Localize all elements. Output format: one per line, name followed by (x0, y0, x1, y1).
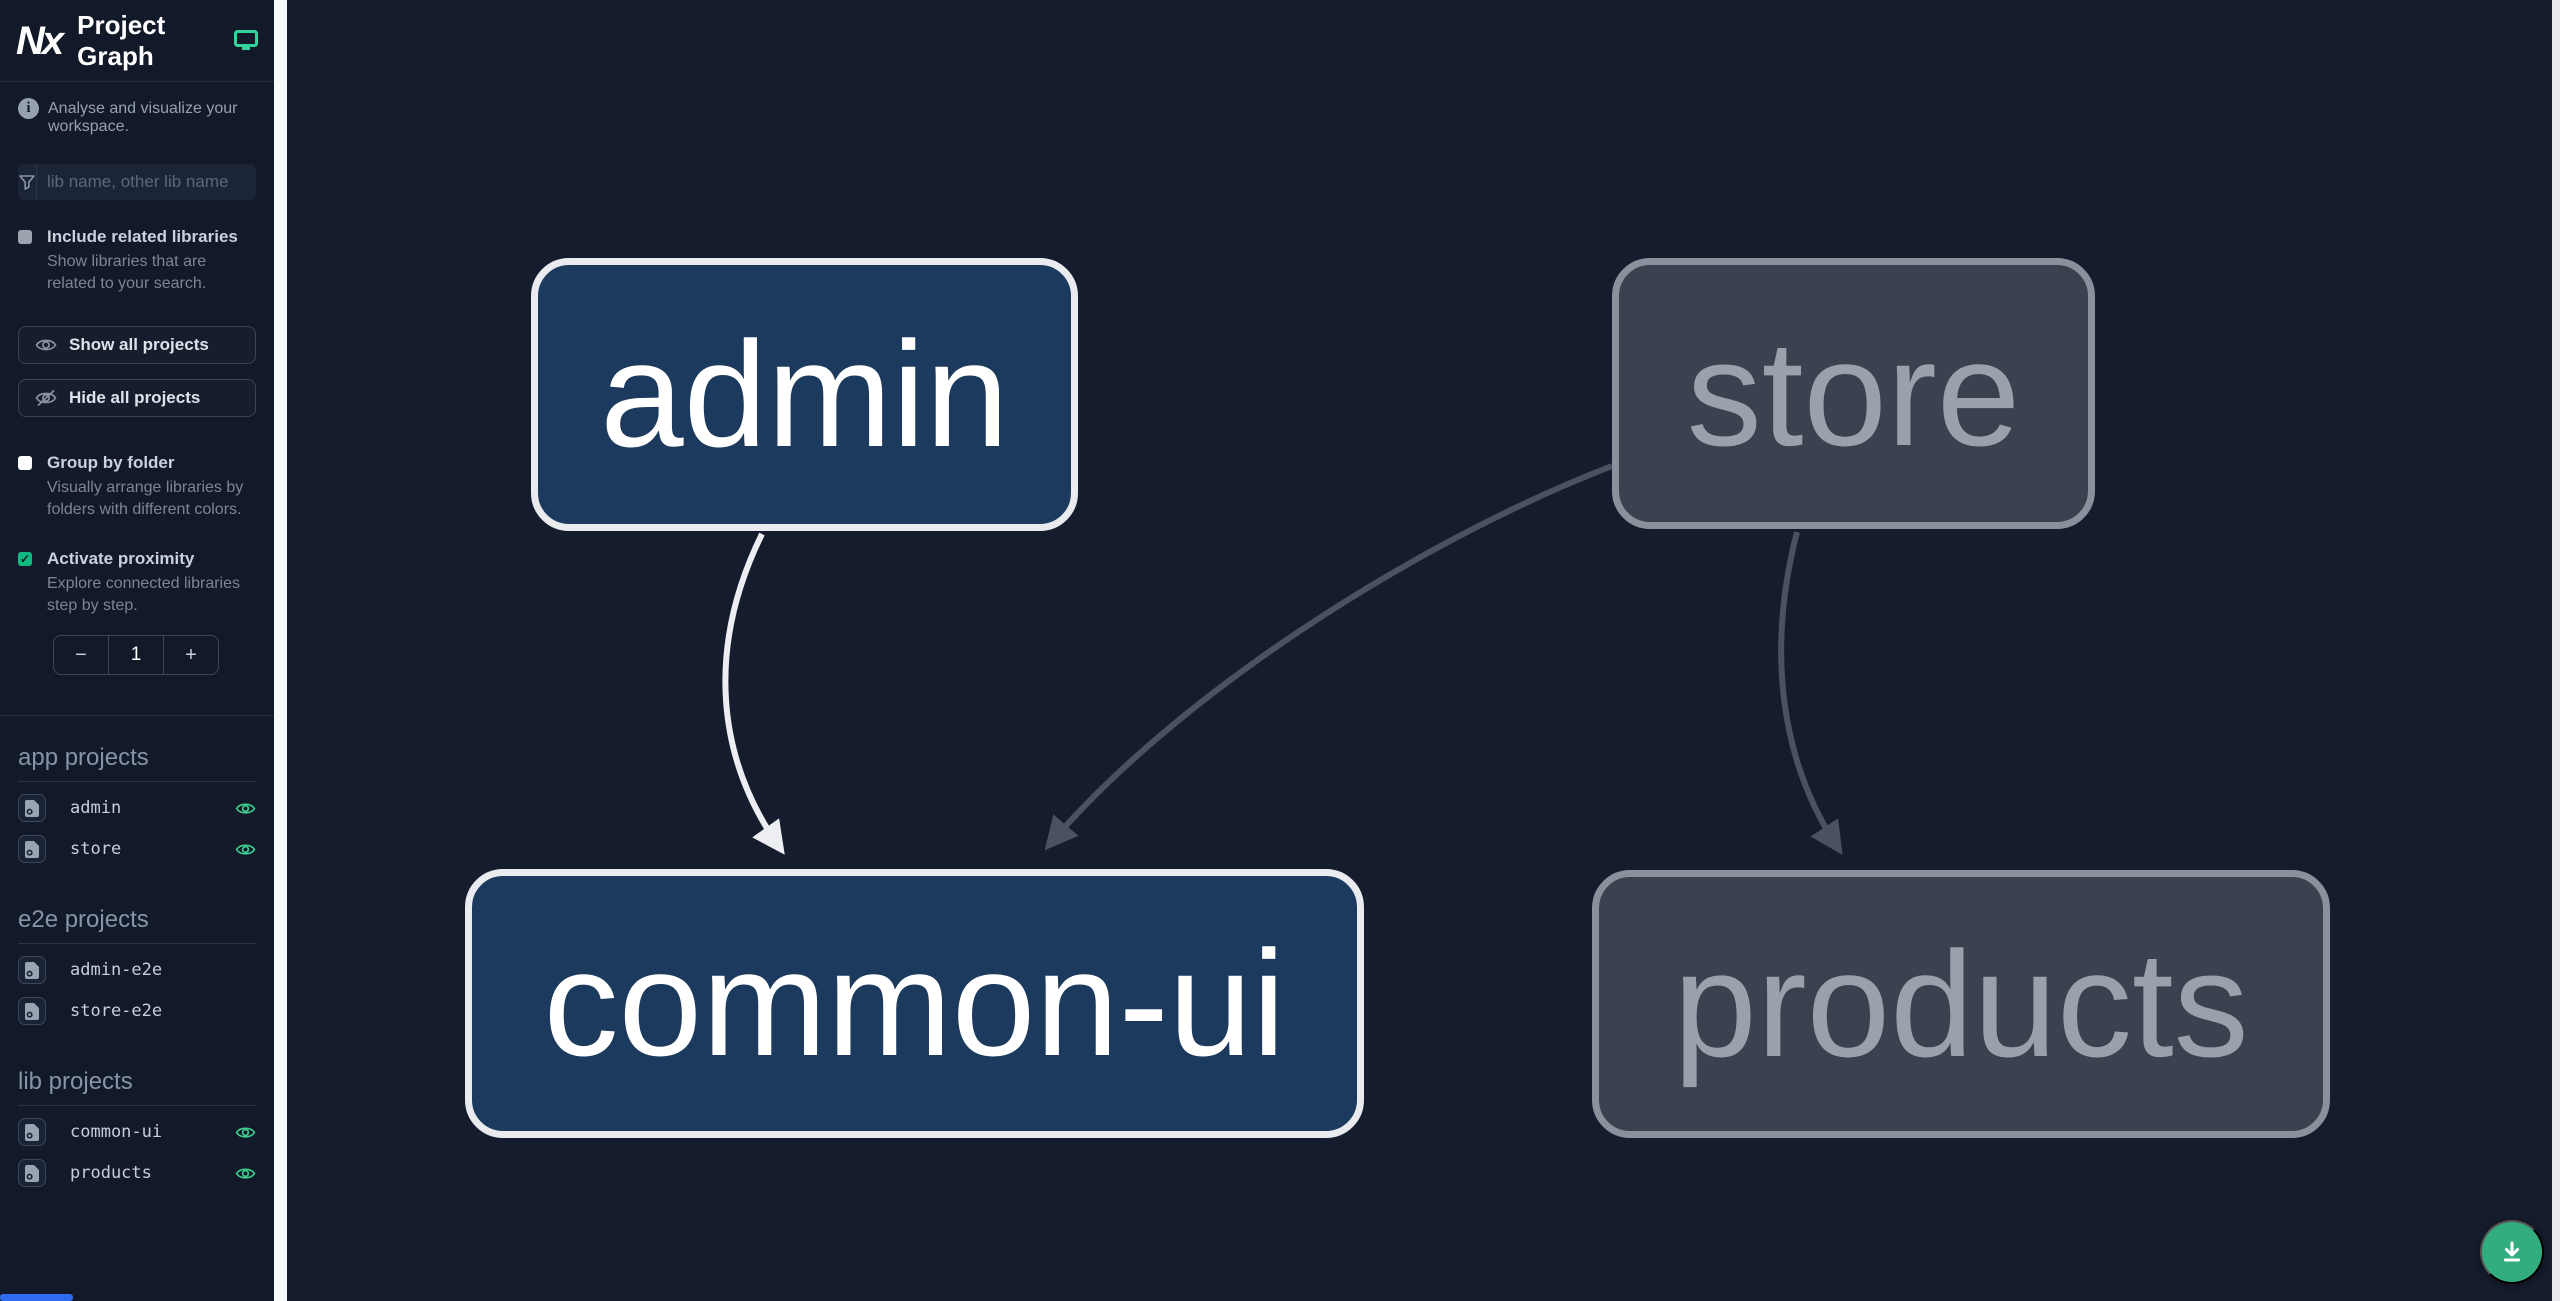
workspace-info-text: Analyse and visualize your workspace. (48, 100, 238, 135)
option-description: Show libraries that are related to your … (47, 253, 207, 293)
filter-funnel-icon (18, 164, 37, 200)
project-row-admin[interactable]: admin (18, 793, 256, 823)
graph-node-common-ui[interactable]: common-ui (465, 869, 1364, 1138)
project-row-admin-e2e[interactable]: admin-e2e (18, 955, 256, 985)
project-row-store[interactable]: store (18, 834, 256, 864)
project-row-products[interactable]: products (18, 1158, 256, 1188)
show-all-projects-label: Show all projects (69, 334, 209, 354)
sidebar: Nx Project Graph i Analyse and visualize… (0, 0, 274, 1301)
section-app-projects: app projects admin (0, 744, 274, 864)
project-name: common-ui (70, 1122, 163, 1143)
node-label: store (1686, 309, 2021, 477)
section-e2e-projects: e2e projects admin-e2e (0, 906, 274, 1026)
node-label: common-ui (543, 919, 1286, 1087)
decrement-button[interactable]: − (75, 643, 87, 666)
sidebar-header: Nx Project Graph (0, 0, 274, 82)
section-lib-projects: lib projects common-ui (0, 1068, 274, 1188)
project-file-icon (18, 1118, 46, 1147)
option-activate-proximity: ✓ Activate proximity Explore connected l… (0, 549, 274, 618)
option-label: Group by folder (47, 452, 175, 472)
project-file-icon (18, 1159, 46, 1188)
section-title: app projects (18, 744, 256, 783)
project-row-common-ui[interactable]: common-ui (18, 1117, 256, 1147)
project-name: store (70, 839, 122, 860)
section-title: e2e projects (18, 906, 256, 945)
eye-icon[interactable] (235, 842, 256, 857)
eye-icon (35, 339, 57, 351)
project-file-icon (18, 835, 46, 864)
option-include-related: Include related libraries Show libraries… (0, 227, 274, 296)
project-file-icon (18, 956, 46, 985)
hide-all-projects-button[interactable]: Hide all projects (18, 378, 256, 417)
edge-store-to-common-ui[interactable] (1044, 463, 1614, 851)
project-file-icon (18, 997, 46, 1026)
graph-node-products[interactable]: products (1592, 870, 2330, 1138)
project-file-icon (18, 794, 46, 823)
project-name: admin-e2e (70, 960, 163, 981)
nx-logo: Nx (16, 18, 64, 63)
project-name: store-e2e (70, 1001, 163, 1022)
node-label: products (1673, 919, 2249, 1088)
graph-node-admin[interactable]: admin (531, 258, 1078, 531)
sidebar-divider (0, 715, 274, 717)
proximity-depth-stepper: − 1 + (53, 635, 219, 676)
eye-slash-icon (35, 389, 57, 406)
sidebar-resize-handle[interactable] (274, 0, 287, 1301)
info-icon: i (18, 98, 39, 119)
section-title: lib projects (18, 1068, 256, 1107)
option-group-by-folder: Group by folder Visually arrange librari… (0, 453, 274, 522)
graph-canvas[interactable]: admin store common-ui products (287, 0, 2552, 1301)
project-name: admin (70, 798, 122, 819)
group-by-folder-checkbox[interactable]: Group by folder (18, 453, 256, 473)
eye-icon[interactable] (235, 1166, 256, 1181)
horizontal-scrollbar-thumb[interactable] (0, 1294, 73, 1301)
page-title: Project Graph (77, 9, 166, 71)
checkbox-unchecked[interactable] (18, 230, 32, 244)
checkbox-checked[interactable]: ✓ (18, 551, 32, 566)
option-description: Visually arrange libraries by folders wi… (47, 478, 244, 519)
workspace-info: i Analyse and visualize your workspace. (0, 82, 274, 136)
include-related-checkbox[interactable]: Include related libraries (18, 227, 256, 247)
checkbox-unchecked[interactable] (18, 455, 32, 470)
vertical-scrollbar[interactable] (2552, 0, 2560, 1301)
option-label: Activate proximity (47, 548, 195, 568)
option-description: Explore connected libraries step by step… (47, 574, 240, 614)
eye-icon[interactable] (235, 1125, 256, 1140)
node-label: admin (600, 310, 1009, 478)
dependency-edges (722, 463, 1843, 855)
search-box (18, 164, 274, 200)
monitor-icon[interactable] (234, 29, 258, 52)
graph-node-store[interactable]: store (1612, 258, 2095, 529)
edge-admin-to-common-ui[interactable] (722, 532, 785, 855)
eye-icon[interactable] (235, 801, 256, 816)
hide-all-projects-label: Hide all projects (69, 387, 201, 407)
increment-button[interactable]: + (185, 643, 197, 666)
download-image-button[interactable] (2480, 1220, 2544, 1284)
show-all-projects-button[interactable]: Show all projects (18, 325, 256, 364)
project-name: products (70, 1163, 152, 1184)
activate-proximity-checkbox[interactable]: ✓ Activate proximity (18, 549, 256, 569)
search-input[interactable] (37, 172, 274, 192)
edge-store-to-products[interactable] (1778, 531, 1843, 855)
option-label: Include related libraries (47, 227, 238, 246)
proximity-depth-value: 1 (108, 636, 164, 675)
project-row-store-e2e[interactable]: store-e2e (18, 996, 256, 1026)
download-icon (2504, 1241, 2520, 1262)
